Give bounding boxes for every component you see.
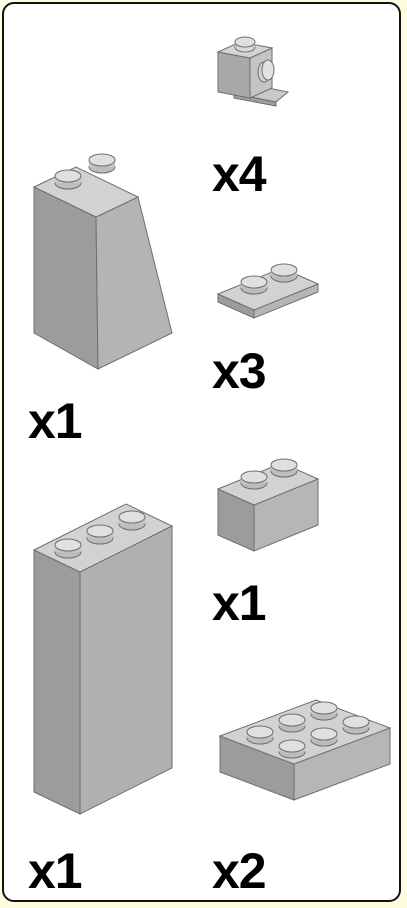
tall-brick-icon: [30, 496, 180, 821]
quantity-label: x4: [212, 146, 267, 202]
quantity-label: x1: [212, 575, 267, 631]
bracket-brick-icon: [214, 32, 294, 112]
quantity-label: x2: [212, 843, 267, 899]
brick-2x3-icon: [216, 682, 396, 807]
quantity-label: x1: [28, 393, 83, 449]
quantity-label: x3: [212, 343, 267, 399]
quantity-label: x1: [28, 843, 83, 899]
brick-1x2-icon: [214, 449, 324, 559]
slope-brick-icon: [30, 149, 180, 374]
parts-list-panel: x4 x1: [2, 2, 401, 902]
plate-1x2-icon: [214, 252, 324, 322]
